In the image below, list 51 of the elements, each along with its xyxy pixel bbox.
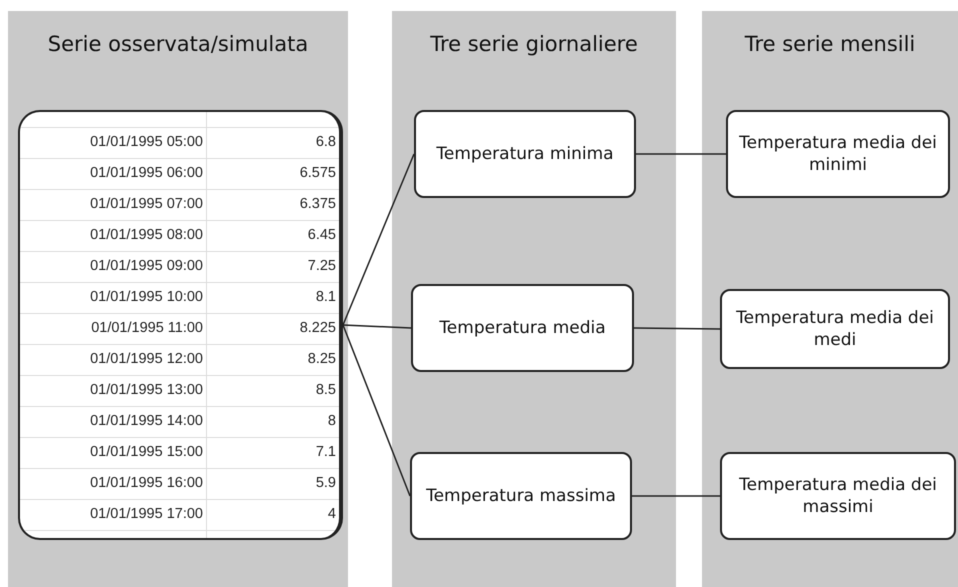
box-label: Temperatura minima xyxy=(436,143,614,165)
connector-line xyxy=(636,153,726,155)
connector-line xyxy=(632,495,720,497)
value-cell: 8 xyxy=(328,412,336,430)
timestamp-cell: 01/01/1995 14:00 xyxy=(90,412,203,430)
box-label: Temperatura media xyxy=(439,317,606,339)
data-table xyxy=(18,110,343,540)
process-box xyxy=(726,110,950,198)
column-panel xyxy=(8,11,348,587)
value-cell: 6.575 xyxy=(300,164,336,182)
timestamp-cell: 01/01/1995 10:00 xyxy=(90,288,203,306)
process-box xyxy=(414,110,636,198)
value-cell: 8.25 xyxy=(308,350,336,368)
value-cell: 4 xyxy=(328,505,336,523)
timestamp-cell: 01/01/1995 12:00 xyxy=(90,350,203,368)
process-box xyxy=(410,452,632,540)
timestamp-cell: 01/01/1995 06:00 xyxy=(90,164,203,182)
value-cell: 7.1 xyxy=(316,443,336,461)
timestamp-cell: 01/01/1995 15:00 xyxy=(90,443,203,461)
process-box xyxy=(411,284,634,372)
value-cell: 8.225 xyxy=(300,319,336,337)
column-heading: Serie osservata/simulata xyxy=(46,31,310,58)
box-label: Temperatura massima xyxy=(426,485,616,507)
column-heading: Tre serie giornaliere xyxy=(429,31,639,58)
timestamp-cell: 01/01/1995 08:00 xyxy=(90,226,203,244)
timestamp-cell: 01/01/1995 17:00 xyxy=(90,505,203,523)
process-box xyxy=(720,289,950,369)
connector-line xyxy=(342,324,411,496)
timestamp-cell: 01/01/1995 11:00 xyxy=(91,319,203,337)
column-panel xyxy=(392,11,676,587)
column-panel xyxy=(702,11,958,587)
process-box xyxy=(720,452,956,540)
value-cell: 7.25 xyxy=(308,257,336,275)
column-heading: Tre serie mensili xyxy=(744,31,916,58)
value-cell: 5.9 xyxy=(316,474,336,492)
connector-line xyxy=(342,154,415,326)
box-label: Temperatura media dei massimi xyxy=(738,474,938,518)
value-cell: 8.1 xyxy=(316,288,336,306)
box-label: Temperatura media dei minimi xyxy=(738,132,938,176)
timestamp-cell: 01/01/1995 09:00 xyxy=(90,257,203,275)
timestamp-cell: 01/01/1995 16:00 xyxy=(90,474,203,492)
value-cell: 6.45 xyxy=(308,226,336,244)
timestamp-cell: 01/01/1995 05:00 xyxy=(90,133,203,151)
connector-line xyxy=(342,324,412,329)
box-label: Temperatura media dei medi xyxy=(735,307,935,351)
value-cell: 6.375 xyxy=(300,195,336,213)
value-cell: 8.5 xyxy=(316,381,336,399)
timestamp-cell: 01/01/1995 13:00 xyxy=(90,381,203,399)
value-cell: 6.8 xyxy=(316,133,336,151)
timestamp-cell: 01/01/1995 07:00 xyxy=(90,195,203,213)
connector-line xyxy=(634,327,720,330)
